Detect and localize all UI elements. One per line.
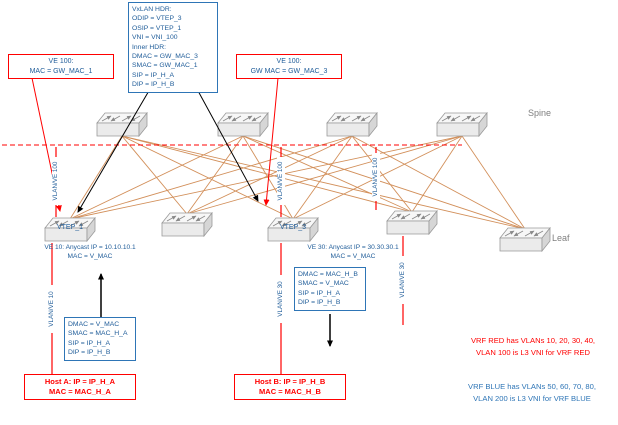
spine-switch-icons [97,113,487,136]
host-b-box-line: Host B: IP = IP_H_B [254,377,326,386]
vrf-red-note-line: VRF RED has VLANs 10, 20, 30, 40, [470,336,596,345]
spine-switch-icon-1 [97,113,147,136]
spine-layer-label: Spine [528,108,552,118]
vxlan-header-box-line: SIP = IP_H_A [132,71,175,79]
packet-to-host-b-box-line: SMAC = V_MAC [298,280,349,288]
spine-switch-icon-4 [437,113,487,136]
vlan-ve100-label-mid: VLAN/VE 100 [277,157,285,205]
host-b-box-line: MAC = MAC_H_B [259,387,321,396]
vxlan-header-box-line: DIP = IP_H_B [132,81,175,89]
vxlan-header-box-line: VxLAN HDR: [132,6,172,13]
packet-from-host-a-box-line: DIP = IP_H_B [68,349,111,357]
vrf-blue-note: VRF BLUE has VLANs 50, 60, 70, 80, VLAN 2… [448,381,616,405]
vrf-red-note-line: VLAN 100 is L3 VNI for VRF RED [476,348,590,357]
spine-switch-icon-2 [218,113,268,136]
leaf-layer-label: Leaf [552,233,570,243]
vxlan-header-box-line: DMAC = GW_MAC_3 [132,53,198,61]
vlan-ve10-label: VLAN/VE 10 [48,285,56,333]
leaf-switch-icon-2 [162,213,212,236]
ve100-gw1-box: VE 100: MAC = GW_MAC_1 [8,54,114,79]
vtep1-label: VTEP_1 [56,224,84,231]
vlan-ve30-label-right: VLAN/VE 30 [399,256,407,304]
ve100-gw1-box-line: VE 100: [48,58,74,65]
packet-flow-arrows [98,273,333,347]
ve30-anycast-note-line: MAC = V_MAC [330,253,376,260]
packet-to-host-b-box-line: DMAC = MAC_H_B [298,271,358,278]
ve100-gw3-box-line: GW MAC = GW_MAC_3 [250,68,328,75]
vrf-red-note: VRF RED has VLANs 10, 20, 30, 40, VLAN 10… [452,335,614,359]
spine-switch-icon-3 [327,113,377,136]
vxlan-header-box-line: Inner HDR: [132,43,166,51]
packet-to-host-b-box-line: DIP = IP_H_B [298,299,341,307]
leaf-switch-icon-4 [387,211,437,234]
leaf-switch-icon-5 [500,228,550,251]
vtep3-label: VTEP_3 [279,224,307,231]
ve10-anycast-note-line: MAC = V_MAC [67,253,113,260]
vlan-ve30-label-mid: VLAN/VE 30 [277,275,285,323]
packet-to-host-b-box-line: SIP = IP_H_A [298,289,341,297]
ve100-arrow-to-vtep3 [263,77,279,206]
ve100-gw3-box-line: VE 100: [276,58,302,65]
vrf-blue-note-line: VRF BLUE has VLANs 50, 60, 70, 80, [468,382,596,391]
host-a-box-line: Host A: IP = IP_H_A [44,377,116,386]
vxlan-header-box-line: VNI = VNI_100 [132,34,178,42]
vxlan-header-box-line: SMAC = GW_MAC_1 [132,62,198,70]
packet-from-host-a-box-line: SIP = IP_H_A [68,339,111,347]
packet-from-host-a-box-line: DMAC = V_MAC [68,321,120,328]
fabric-mesh-lines [69,135,526,230]
ve10-anycast-note-line: VE 10: Anycast IP = 10.10.10.1 [44,244,136,251]
vxlan-header-box-line: ODIP = VTEP_3 [132,15,182,23]
vxlan-path-arrow-to-vtep1 [77,88,151,213]
vxlan-path-arrow-to-vtep3 [196,88,259,202]
ve100-gw3-box: VE 100: GW MAC = GW_MAC_3 [236,54,342,79]
host-a-box-line: MAC = MAC_H_A [49,387,111,396]
vxlan-path-arrows [77,88,259,213]
vrf-blue-note-line: VLAN 200 is L3 VNI for VRF BLUE [473,394,591,403]
vlan-ve100-label-left: VLAN/VE 100 [52,157,60,205]
ve100-gw1-box-line: MAC = GW_MAC_1 [29,68,93,75]
vxlan-header-box-line: OSIP = VTEP_1 [132,24,182,32]
packet-from-host-a-box-line: SMAC = MAC_H_A [68,330,128,338]
vlan-ve100-label-right: VLAN/VE 100 [372,153,380,201]
ve30-anycast-note-line: VE 30: Anycast IP = 30.30.30.1 [307,244,399,251]
